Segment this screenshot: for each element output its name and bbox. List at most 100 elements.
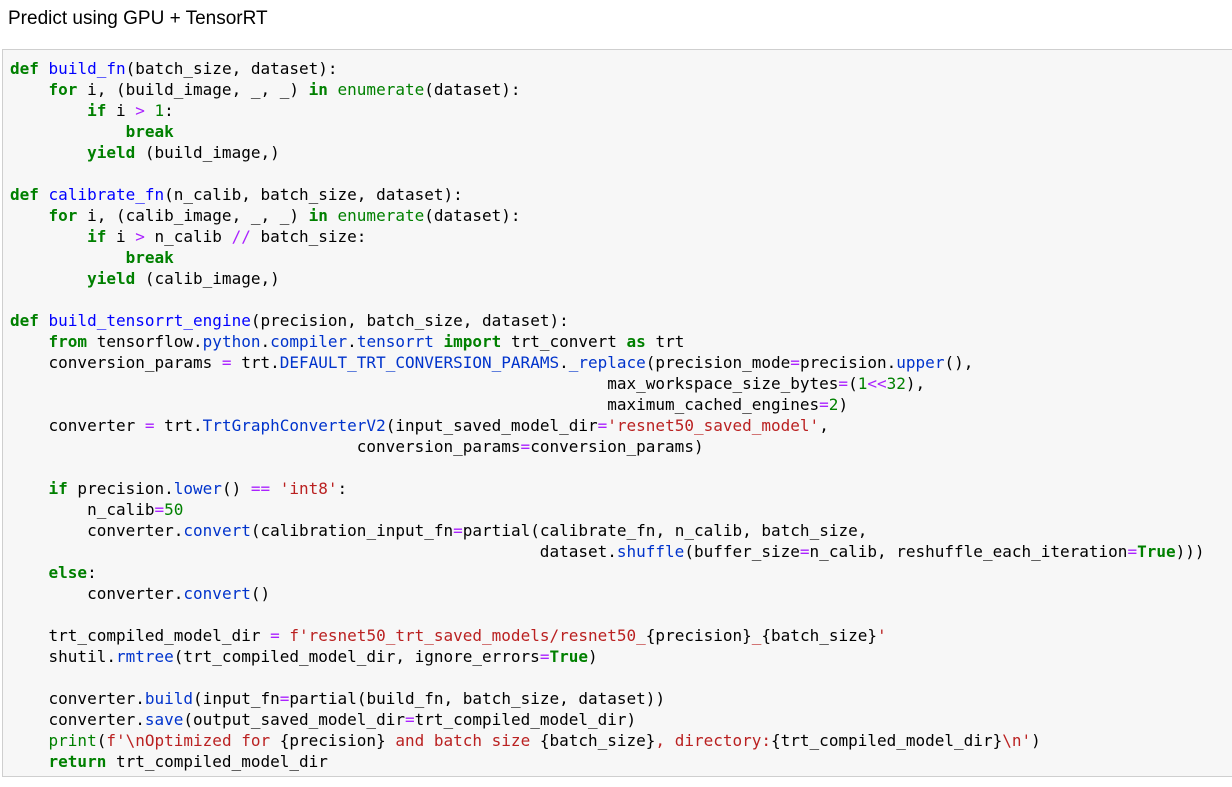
code-text-token: trt (154, 416, 194, 435)
code-line: break (10, 121, 1205, 142)
operator-token: > (135, 227, 145, 246)
operator-token: = (404, 710, 415, 729)
code-text-token: (input_fn (193, 689, 280, 708)
code-text-token: maximum_cached_engines (10, 395, 820, 414)
code-text-token: . (347, 332, 357, 351)
code-line: converter.convert() (10, 583, 1205, 604)
function-name-token: build_tensorrt_engine (48, 311, 251, 330)
attribute-token: build (144, 689, 194, 708)
keyword-token: for (48, 80, 78, 99)
code-text-token: (), (944, 353, 974, 372)
code-line: trt_compiled_model_dir = f'resnet50_trt_… (10, 625, 1205, 646)
code-cell[interactable]: def build_fn(batch_size, dataset): for i… (2, 49, 1232, 777)
attribute-token: shuffle (616, 542, 685, 561)
string-token: f'resnet50_trt_saved_models/resnet50_ (289, 626, 646, 645)
code-text-token (39, 311, 49, 330)
code-line: for i, (build_image, _, _) in enumerate(… (10, 79, 1205, 100)
code-text-token: {precision} (279, 731, 386, 750)
code-text-token: . (164, 479, 174, 498)
code-line: converter.convert(calibration_input_fn=p… (10, 520, 1205, 541)
string-token: ' (877, 626, 887, 645)
attribute-token: convert (183, 521, 251, 540)
code-text-token: trt (231, 353, 271, 372)
code-line: break (10, 247, 1205, 268)
code-text-token: ))) (1175, 542, 1205, 561)
code-line: maximum_cached_engines=2) (10, 394, 1205, 415)
keyword-token: if (87, 227, 107, 246)
operator-token: = (790, 353, 800, 372)
code-text-token: : (164, 101, 174, 120)
code-text-token: (calib_image,) (135, 269, 280, 288)
section-heading: Predict using GPU + TensorRT (8, 8, 268, 29)
code-line (10, 457, 1205, 478)
code-text-token (10, 206, 49, 225)
code-text-token: conversion_params (10, 437, 521, 456)
number-token: 32 (886, 374, 906, 393)
code-text-token: converter (10, 710, 136, 729)
code-line: if i > n_calib // batch_size: (10, 226, 1205, 247)
code-text-token: batch_size: (250, 227, 367, 246)
code-text-token (10, 101, 87, 120)
code-text-token: i, (build_image, _, _) (77, 80, 309, 99)
code-text-token: (dataset): (424, 80, 521, 99)
keyword-token: as (626, 332, 646, 351)
attribute-token: upper (896, 353, 945, 372)
keyword-token: break (125, 122, 174, 141)
code-text-token (434, 332, 444, 351)
keyword-token: if (48, 479, 68, 498)
code-text-token: ), (905, 374, 926, 393)
code-text-token: (n_calib, batch_size, dataset): (164, 185, 463, 204)
code-text-token (10, 269, 87, 288)
code-text-token (145, 101, 155, 120)
code-text-token (39, 185, 49, 204)
code-text-token (328, 206, 338, 225)
code-text-token (10, 479, 49, 498)
code-line: conversion_params=conversion_params) (10, 436, 1205, 457)
keyword-token: return (48, 752, 107, 771)
code-text-token: ) (838, 395, 849, 414)
code-text-token: {batch_size} (761, 626, 877, 645)
code-text-token: partial(calibrate_fn, n_calib, batch_siz… (462, 521, 868, 540)
code-text-token: . (559, 353, 569, 372)
attribute-token: compiler (270, 332, 348, 351)
attribute-token: python (202, 332, 261, 351)
code-line: n_calib=50 (10, 499, 1205, 520)
code-line: yield (calib_image,) (10, 268, 1205, 289)
number-token: 2 (828, 395, 839, 414)
code-text-token: . (886, 353, 897, 372)
string-token: f'\nOptimized for (106, 731, 280, 750)
code-line: def calibrate_fn(n_calib, batch_size, da… (10, 184, 1205, 205)
attribute-token: tensorrt (356, 332, 434, 351)
code-text-token: (input_saved_model_dir (385, 416, 598, 435)
code-text-token (10, 248, 126, 267)
code-line (10, 604, 1205, 625)
code-text-token (280, 626, 290, 645)
code-line: dataset.shuffle(buffer_size=n_calib, res… (10, 541, 1205, 562)
operator-token: = (539, 647, 550, 666)
keyword-token: in (308, 206, 328, 225)
operator-token: == (250, 479, 271, 498)
code-line: if precision.lower() == 'int8': (10, 478, 1205, 499)
attribute-token: DEFAULT_TRT_CONVERSION_PARAMS (279, 353, 560, 372)
string-token: , directory: (655, 731, 772, 750)
code-line: converter.save(output_saved_model_dir=tr… (10, 709, 1205, 730)
keyword-token: def (10, 311, 39, 330)
operator-token: = (221, 353, 232, 372)
code-text-token: i, (calib_image, _, _) (77, 206, 309, 225)
operator-token: = (279, 689, 290, 708)
operator-token: << (867, 374, 887, 393)
code-text-token (39, 59, 49, 78)
code-text-token (10, 227, 87, 246)
keyword-token: else (48, 563, 88, 582)
builtin-token: enumerate (337, 206, 425, 225)
code-line: print(f'\nOptimized for {precision} and … (10, 730, 1205, 751)
keyword-token: if (87, 101, 107, 120)
code-text-token: {batch_size} (539, 731, 656, 750)
code-text-token: n_calib, reshuffle_each_iteration (809, 542, 1128, 561)
code-text-token: conversion_params) (530, 437, 704, 456)
number-token: 50 (164, 500, 184, 519)
keyword-token: from (48, 332, 88, 351)
code-text-token: trt_convert (501, 332, 627, 351)
code-line: converter = trt.TrtGraphConverterV2(inpu… (10, 415, 1205, 436)
code-text-token: , (819, 416, 829, 435)
